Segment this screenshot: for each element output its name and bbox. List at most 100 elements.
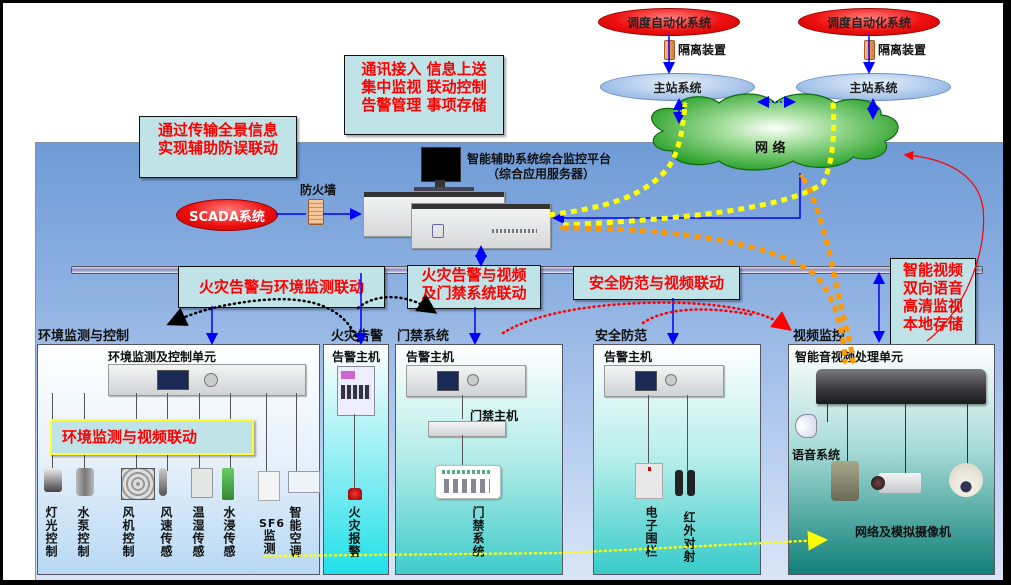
sf6-monitor-wire: [266, 393, 267, 475]
wind-speed-sensor-icon: [159, 468, 167, 496]
orange-path-network-video: [798, 173, 856, 365]
panorama-line-2: 实现辅助防误联动: [157, 139, 278, 157]
fan-control-icon: [121, 468, 155, 500]
env-unit-knob: [204, 373, 218, 387]
pump-control-label: 水泵控制: [76, 506, 90, 558]
temp-humidity-sensor-label: 温湿传感: [191, 506, 205, 558]
network-label: 网 络: [755, 141, 786, 156]
dotted-fire-to-env: [166, 297, 360, 343]
smart-ac-label: 智能空调: [288, 506, 302, 558]
door-board-header: [442, 470, 492, 474]
env-control-unit: [108, 364, 306, 396]
dome-camera-icon: [949, 463, 983, 497]
panorama-line-1: 通过传输全景信息: [157, 121, 278, 139]
fire-panel-buttons: [341, 385, 371, 399]
panel-security: 告警主机: [593, 344, 761, 575]
callout-fire-env-linkage: 火灾告警与环境监测联动: [178, 266, 385, 308]
fire-host-label: 告警主机: [332, 350, 381, 364]
env-unit-screen: [157, 370, 189, 390]
video-wire-dome: [967, 404, 968, 464]
video-processing-unit: [816, 369, 986, 404]
env-video-text: 环境监测与视频联动: [62, 428, 198, 446]
fire-alarm-panel-device: [337, 366, 375, 416]
video-wire-box: [905, 404, 906, 474]
temp-humidity-sensor-icon: [191, 468, 213, 498]
door-host-label: 告警主机: [406, 350, 455, 364]
water-leak-sensor-icon: [222, 468, 234, 500]
smart-video-line-3: 高清监视: [902, 297, 963, 315]
video-wire-ptz: [847, 404, 848, 464]
section-title-env: 环境监测与控制: [38, 329, 130, 344]
fire-video-door-line-2: 及门禁系统联动: [421, 284, 527, 302]
dotted-security-branch: [641, 308, 755, 325]
env-unit-label: 环境监测及控制单元: [108, 350, 217, 364]
callout-platform-functions: 通讯接入 信息上送 集中监视 联动控制 告警管理 事项存储: [344, 55, 504, 135]
door-diagram-board: [435, 465, 501, 499]
door-device-label: 门禁系统: [471, 506, 485, 558]
dotted-security-to-video: [501, 301, 793, 335]
door-wire-2: [462, 435, 463, 467]
smart-ac-wire: [296, 393, 297, 475]
diagram-canvas: 调度自动化系统 调度自动化系统 隔离装置 隔离装置 主站系统 主站系统 网 络 …: [3, 3, 1003, 580]
section-title-door: 门禁系统: [397, 329, 450, 344]
security-host-screen: [635, 371, 657, 391]
security-alarm-host: [604, 365, 724, 397]
electric-fence-label: 电子围栏: [644, 506, 658, 558]
orange-path-platform-video: [558, 224, 848, 365]
panel-fire-alarm: 告警主机: [323, 344, 389, 575]
panel-env-monitoring: 环境监测及控制单元: [37, 344, 320, 575]
server-ports: [492, 229, 537, 233]
door-host-knob: [467, 374, 479, 386]
yellow-path-platform-master-right: [562, 101, 837, 228]
dispatch-automation-left: 调度自动化系统: [598, 8, 740, 36]
door-board-cells: [444, 479, 490, 493]
infrared-beam-icon-b: [687, 470, 695, 496]
fire-panel-display: [341, 371, 355, 379]
platform-subtitle: （综合应用服务器）: [487, 167, 596, 181]
fence-light: [648, 467, 651, 471]
firewall-icon: [308, 199, 324, 225]
function-line-3: 告警管理 事项存储: [361, 96, 487, 114]
isolator-right-label: 隔离装置: [878, 43, 927, 57]
smart-video-line-1: 智能视频: [902, 261, 963, 279]
security-host-knob: [665, 374, 677, 386]
security-wire-2: [687, 395, 688, 471]
master-right-label: 主站系统: [849, 80, 898, 95]
door-alarm-host: [406, 365, 526, 397]
panel-access-control: 告警主机 门禁主机: [395, 344, 563, 575]
isolator-left-label: 隔离装置: [678, 43, 727, 57]
fire-device-label: 火灾报警: [347, 506, 361, 558]
door-wire-1: [462, 395, 463, 419]
smart-video-line-2: 双向语音: [902, 279, 963, 297]
light-control-label: 灯光控制: [44, 506, 58, 558]
dotted-env-to-video: [263, 530, 828, 558]
master-left-label: 主站系统: [653, 80, 702, 95]
fire-env-text: 火灾告警与环境监测联动: [198, 278, 364, 296]
security-wire-1: [648, 395, 649, 465]
infrared-beam-icon-a: [675, 470, 683, 496]
callout-env-video-linkage: 环境监测与视频联动: [50, 419, 254, 455]
scada-label: SCADA系统: [189, 209, 265, 225]
water-leak-sensor-label: 水浸传感: [222, 506, 236, 558]
server-logo-icon: [432, 224, 444, 238]
fire-wire: [354, 414, 355, 488]
function-line-1: 通讯接入 信息上送: [361, 60, 487, 78]
door-controller-label: 门禁主机: [470, 409, 519, 423]
box-camera-lens: [871, 476, 885, 490]
sf6-text: SF6: [259, 517, 286, 530]
smart-ac-icon: [288, 471, 320, 493]
speaker-horn-icon: [795, 414, 817, 438]
monitor-icon: [421, 147, 461, 182]
connection-overlay: [166, 34, 985, 558]
platform-title: 智能辅助系统综合监控平台: [467, 152, 612, 166]
link-video-network-red: [903, 150, 985, 342]
fire-video-door-line-1: 火灾告警与视频: [421, 266, 527, 284]
monitor-stand: [435, 180, 445, 188]
voice-system-label: 语音系统: [792, 448, 841, 462]
keyboard-icon: [414, 187, 474, 192]
video-wire-voice: [827, 404, 828, 422]
pump-control-icon: [76, 468, 94, 496]
sf6-monitor-icon: [258, 471, 280, 501]
wind-speed-sensor-label: 风速传感: [159, 506, 173, 558]
